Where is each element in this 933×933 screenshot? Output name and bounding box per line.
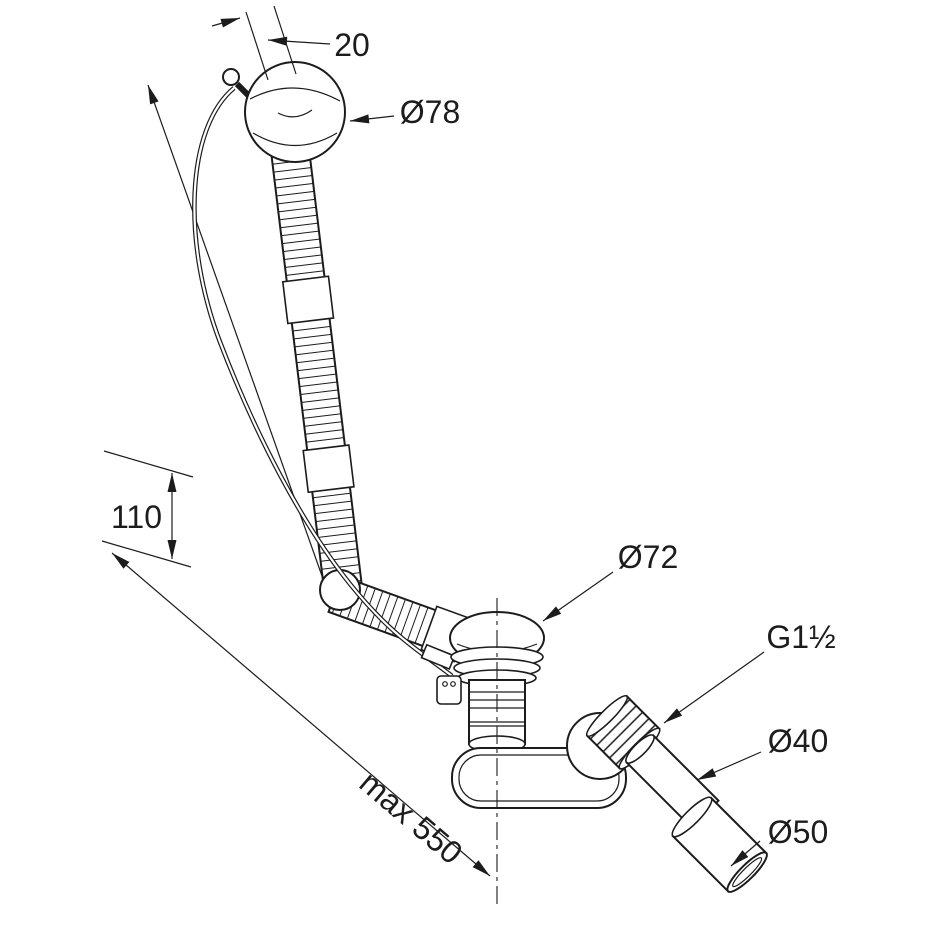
outlet-pipe-joint-ring: [625, 734, 655, 764]
height-extension-line-lower: [101, 540, 192, 568]
outlet-adapter: [671, 796, 768, 893]
cap-diameter-label: Ø78: [400, 94, 460, 130]
cap-depth-leader-arrow: [267, 36, 331, 46]
hose-sleeve-1: [281, 275, 335, 325]
clip-detail-dot-1: [442, 681, 448, 687]
outlet-diameter-leader-arrow: [730, 840, 761, 867]
union-nut-front-face: [585, 694, 629, 738]
hose-sleeve-2: [302, 444, 355, 494]
outlet-adapter-joint-ring: [671, 796, 713, 838]
overflow-cap: [244, 61, 346, 163]
cap-lower-rim: [252, 132, 338, 147]
outlet-adapter-end-face: [726, 851, 768, 893]
cap-depth-counter-arrow: [211, 17, 241, 28]
waste-base-inner-line: [458, 754, 620, 802]
outlet-adapter-bore: [732, 857, 763, 888]
cable-clip: [436, 675, 462, 705]
cable-end-fitting: [420, 643, 456, 671]
cap-face-extension-line: [245, 11, 269, 81]
cap-upper-ridge: [249, 87, 341, 102]
cable-core: [193, 87, 453, 677]
dimension-construction-lines: [101, 84, 491, 877]
flexible-hose-upper: [270, 146, 364, 593]
overflow-cap-assembly: [222, 5, 346, 163]
control-cable: [192, 86, 456, 678]
outlet-diameter-label: Ø50: [768, 814, 828, 850]
cap-grip-groove: [277, 109, 313, 118]
cap-depth-label: 20: [334, 27, 370, 63]
pull-knob: [222, 68, 240, 86]
cap-diameter-leader-arrow: [349, 114, 395, 124]
thread-size-label: G1½: [766, 619, 835, 655]
drain-assembly: [436, 611, 768, 893]
thread-size-leader-arrow: [663, 651, 765, 724]
max-length-dimension-line: [111, 552, 491, 877]
height-offset-label: 110: [111, 499, 162, 535]
pipe-diameter-label: Ø40: [768, 723, 828, 759]
height-extension-line-upper: [103, 450, 194, 478]
clip-detail-dot-2: [450, 681, 456, 687]
hose-axis-extension-line: [147, 84, 334, 608]
pipe-diameter-leader-arrow: [696, 751, 762, 781]
drain-cap-diameter-label: Ø72: [618, 539, 678, 575]
drain-cap-diameter-leader-arrow: [542, 571, 614, 622]
hose-upper-body: [270, 146, 364, 593]
